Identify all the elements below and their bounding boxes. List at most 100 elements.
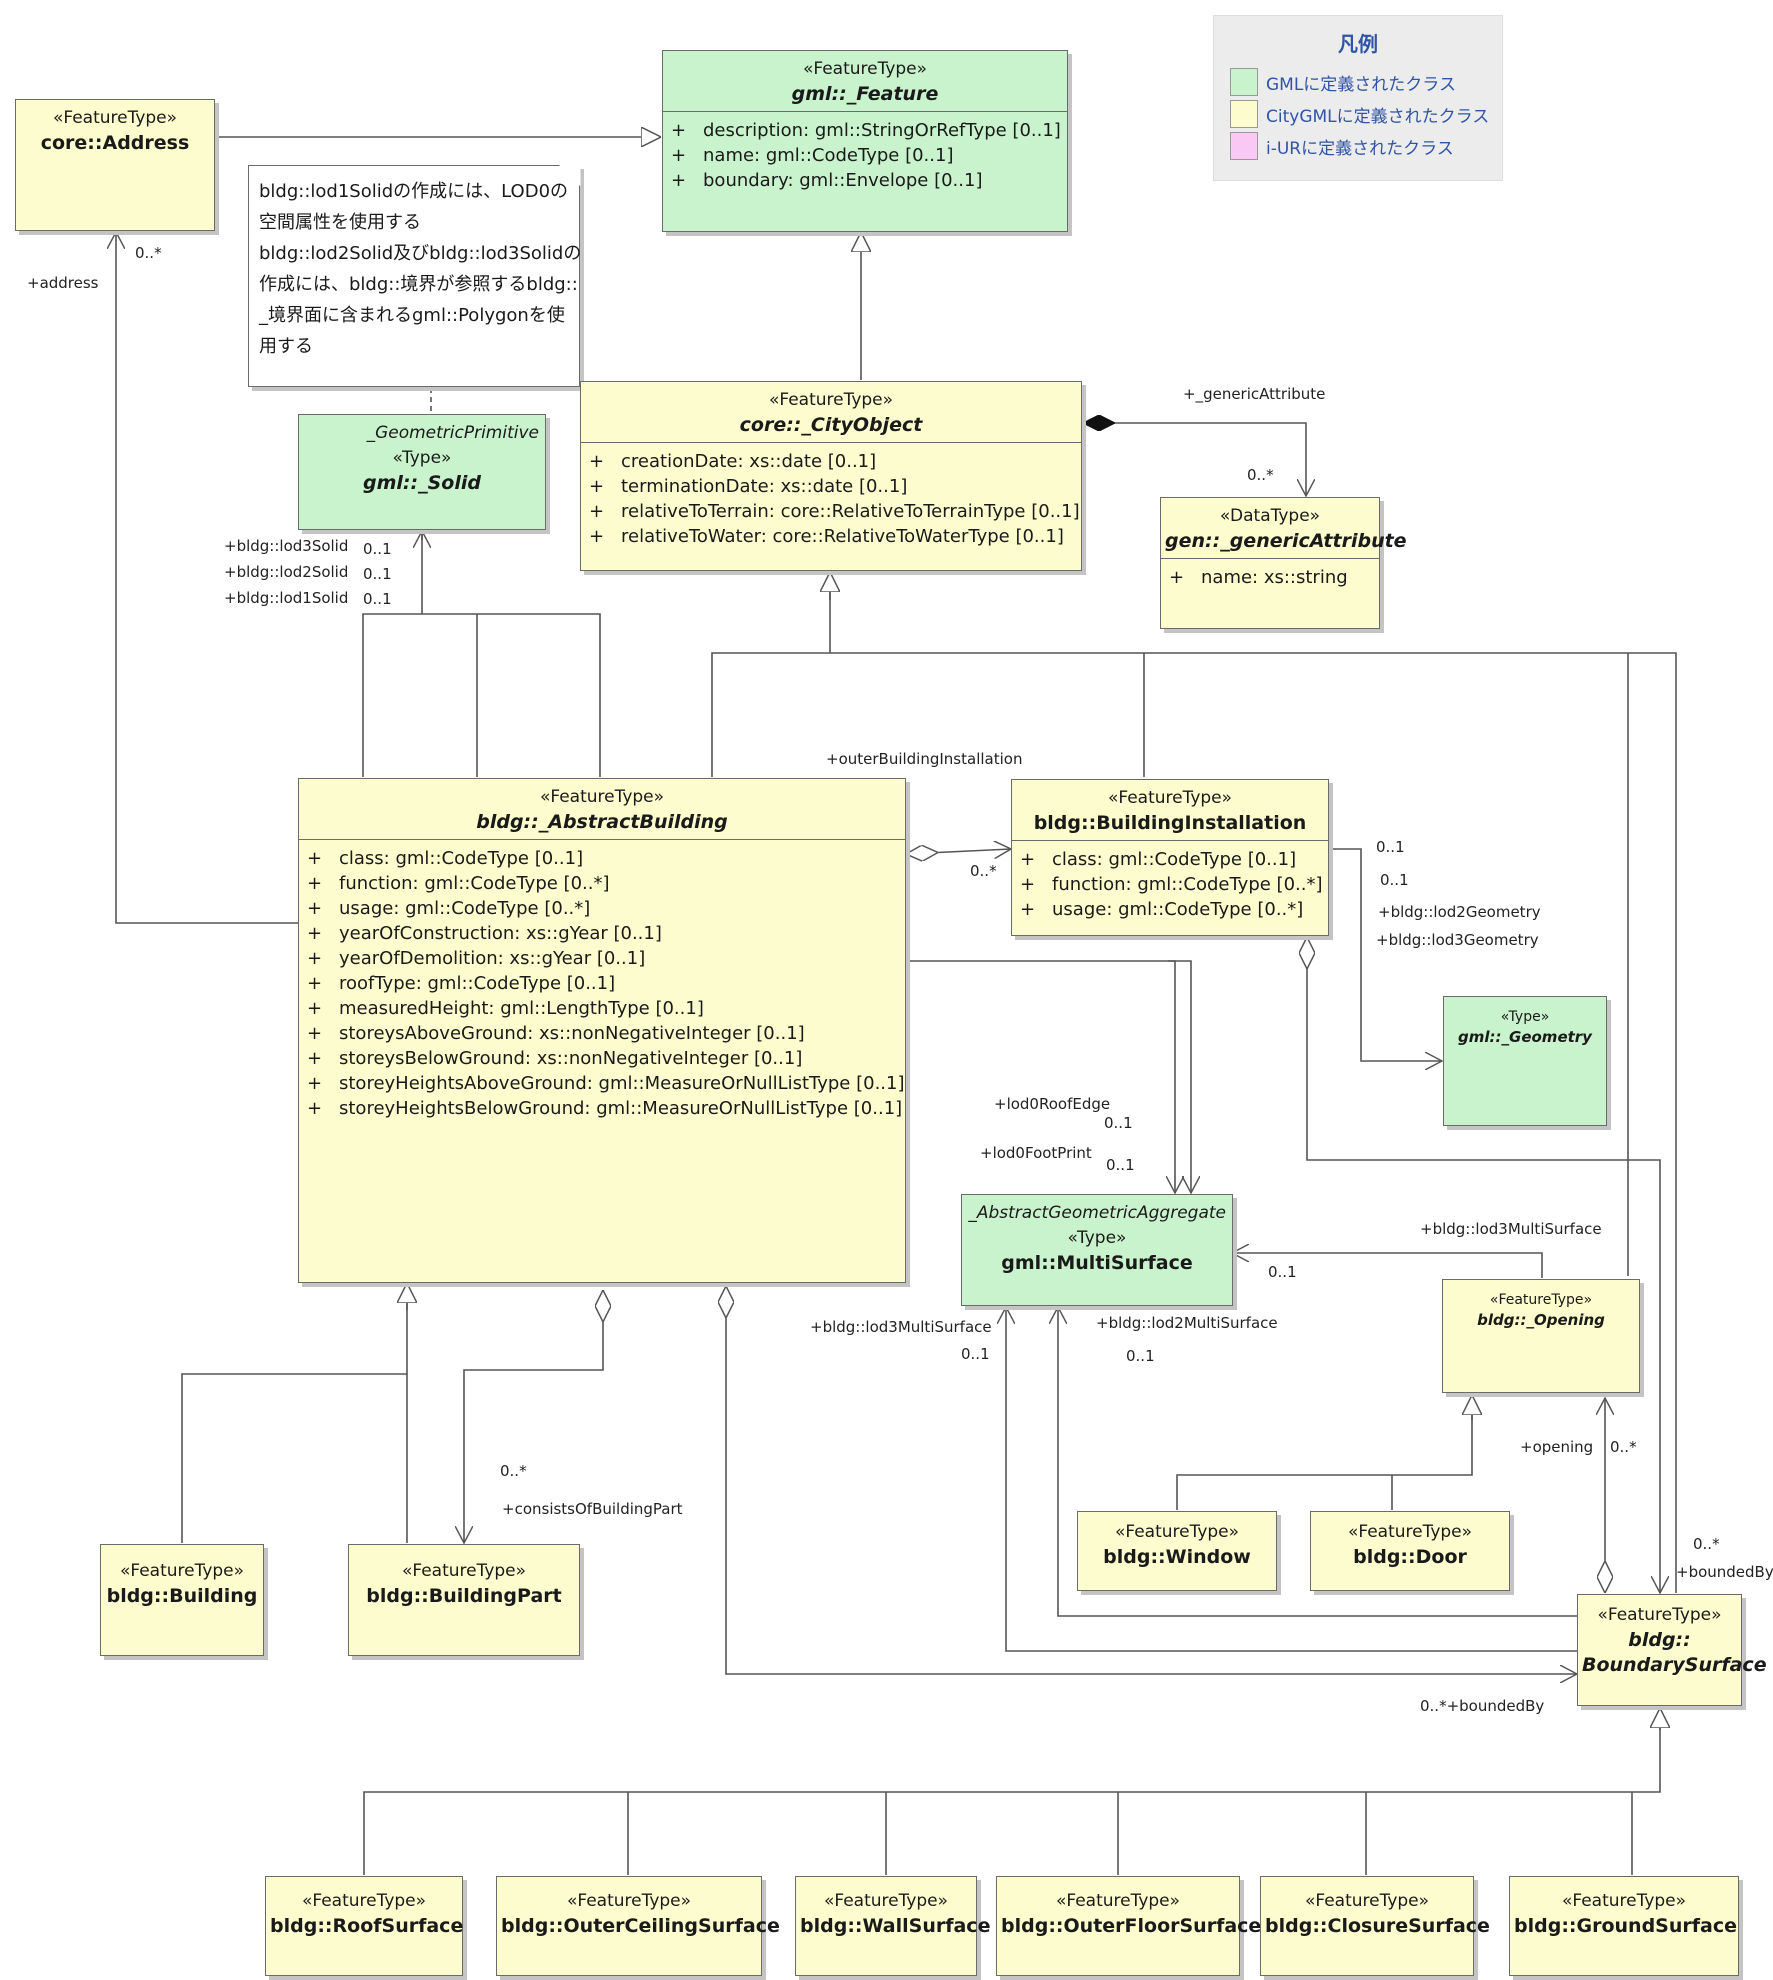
gen-group-cityobject: [711, 574, 1677, 1593]
label-lod3geometry: +bldg::lod3Geometry: [1376, 931, 1539, 949]
attribute: +yearOfConstruction: xs::gYear [0..1]: [307, 923, 662, 944]
attribute: +name: xs::string: [1169, 567, 1348, 588]
stereotype: «FeatureType»: [1107, 788, 1233, 808]
attribute: +class: gml::CodeType [0..1]: [1020, 849, 1297, 870]
attribute: +storeysBelowGround: xs::nonNegativeInte…: [307, 1048, 803, 1069]
class-bldg-roofsurface[interactable]: «FeatureType» bldg::RoofSurface: [265, 1876, 463, 1976]
class-bldg-groundsurface[interactable]: «FeatureType» bldg::GroundSurface: [1509, 1876, 1739, 1976]
class-gml-feature[interactable]: «FeatureType» gml::_Feature +description…: [662, 50, 1068, 232]
class-bldg-boundarysurface[interactable]: «FeatureType» bldg:: BoundarySurface: [1577, 1594, 1767, 1706]
class-gml-solid[interactable]: _GeometricPrimitive «Type» gml::_Solid: [298, 414, 546, 530]
stereotype: «FeatureType»: [401, 1561, 527, 1581]
class-name: bldg::Door: [1353, 1546, 1467, 1568]
class-name: bldg::Window: [1103, 1546, 1251, 1568]
label-lod1solid: +bldg::lod1Solid: [224, 589, 349, 607]
label-bounded-mult: 0..*: [1693, 1535, 1720, 1553]
attribute-list: +creationDate: xs::date [0..1] +terminat…: [581, 442, 1081, 553]
class-name: BoundarySurface: [1582, 1654, 1767, 1676]
class-bldg-opening[interactable]: «FeatureType» bldg::_Opening: [1442, 1279, 1640, 1393]
legend-label-iur: i-URに定義されたクラス: [1266, 139, 1454, 159]
assoc-building-address: [116, 232, 298, 924]
agg-building-boundary: [726, 1286, 1577, 1674]
assoc-opening-ms: [1232, 1253, 1543, 1278]
class-bldg-closuresurface[interactable]: «FeatureType» bldg::ClosureSurface: [1260, 1876, 1490, 1976]
label-part-mult: 0..*: [500, 1462, 527, 1480]
label-address-mult: 0..*: [135, 244, 162, 262]
class-bldg-buildinginstallation[interactable]: «FeatureType» bldg::BuildingInstallation…: [1011, 779, 1329, 936]
attribute: +relativeToTerrain: core::RelativeToTerr…: [589, 501, 1080, 522]
class-bldg-abstractbuilding[interactable]: «FeatureType» bldg::_AbstractBuilding +c…: [298, 778, 906, 1283]
class-name: bldg::BuildingPart: [366, 1585, 562, 1607]
label-bs-lod2ms: +bldg::lod2MultiSurface: [1096, 1314, 1278, 1332]
label-generic-role: +_genericAttribute: [1183, 385, 1326, 403]
class-bldg-buildingpart[interactable]: «FeatureType» bldg::BuildingPart: [348, 1544, 580, 1656]
class-name: bldg::BuildingInstallation: [1033, 812, 1307, 834]
note-line: 作成には、bldg::境界が参照するbldg::: [259, 274, 578, 295]
label-generic-mult: 0..*: [1247, 466, 1274, 484]
class-gml-multisurface[interactable]: _AbstractGeometricAggregate «Type» gml::…: [961, 1194, 1233, 1306]
class-bldg-window[interactable]: «FeatureType» bldg::Window: [1077, 1511, 1277, 1591]
class-bldg-outerfloorsurface[interactable]: «FeatureType» bldg::OuterFloorSurface: [996, 1876, 1262, 1976]
attribute: +function: gml::CodeType [0..*]: [307, 873, 610, 894]
agg-building-installation: [906, 849, 1011, 854]
class-core-address[interactable]: «FeatureType» core::Address: [15, 99, 215, 231]
class-name: bldg::: [1628, 1629, 1691, 1651]
label-address-role: +address: [27, 274, 99, 292]
stereotype: «FeatureType»: [823, 1891, 949, 1911]
class-bldg-door[interactable]: «FeatureType» bldg::Door: [1310, 1511, 1510, 1591]
note-line: bldg::lod2Solid及びbldg::lod3Solidの: [259, 243, 582, 264]
stereotype: «FeatureType»: [1561, 1891, 1687, 1911]
label-installation-mult: 0..*: [970, 862, 997, 880]
class-name: gen::_genericAttribute: [1165, 530, 1407, 552]
label-bs-lod3ms-mult: 0..1: [961, 1345, 990, 1363]
stereotype: «FeatureType»: [1114, 1522, 1240, 1542]
attribute: +usage: gml::CodeType [0..*]: [1020, 899, 1304, 920]
label-opening-role: +opening: [1520, 1438, 1594, 1456]
stereotype: «DataType»: [1219, 506, 1321, 526]
legend-swatch-citygml: [1230, 100, 1258, 128]
class-core-cityobject[interactable]: «FeatureType» core::_CityObject +creatio…: [580, 381, 1082, 571]
note-line: bldg::lod1Solidの作成には、LOD0の: [259, 181, 569, 202]
note-line: _境界面に含まれるgml::Polygonを使: [259, 305, 565, 326]
class-name: bldg::OuterCeilingSurface: [501, 1915, 780, 1937]
label-solid-mult: 0..1: [363, 590, 392, 608]
class-name: bldg::RoofSurface: [270, 1915, 464, 1937]
attribute: +storeysAboveGround: xs::nonNegativeInte…: [307, 1023, 805, 1044]
class-name: bldg::_AbstractBuilding: [476, 811, 728, 833]
label-part-role: +consistsOfBuildingPart: [502, 1500, 683, 1518]
class-gen-genericattribute[interactable]: «DataType» gen::_genericAttribute +name:…: [1160, 497, 1407, 629]
class-name: bldg::OuterFloorSurface: [1001, 1915, 1262, 1937]
label-lod2solid: +bldg::lod2Solid: [224, 563, 349, 581]
note-line: 用する: [259, 336, 313, 357]
class-name: bldg::_Opening: [1477, 1311, 1605, 1329]
label-opening-mult: 0..*: [1610, 1438, 1637, 1456]
attribute: +usage: gml::CodeType [0..*]: [307, 898, 591, 919]
class-bldg-outerceilingsurface[interactable]: «FeatureType» bldg::OuterCeilingSurface: [496, 1876, 780, 1976]
stereotype: «FeatureType»: [52, 108, 178, 128]
stereotype: «FeatureType»: [1597, 1605, 1722, 1625]
parent-class: _AbstractGeometricAggregate: [968, 1203, 1226, 1223]
comp-cityobject-generic: [1083, 423, 1306, 496]
class-bldg-wallsurface[interactable]: «FeatureType» bldg::WallSurface: [795, 1876, 991, 1976]
class-name: bldg::GroundSurface: [1514, 1915, 1737, 1937]
stereotype: «FeatureType»: [802, 59, 928, 79]
attribute: +yearOfDemolition: xs::gYear [0..1]: [307, 948, 646, 969]
agg-building-part: [464, 1290, 603, 1543]
attribute: +boundary: gml::Envelope [0..1]: [671, 170, 983, 191]
class-name: gml::MultiSurface: [1001, 1252, 1193, 1274]
stereotype: «Type»: [392, 448, 452, 468]
attribute: +storeyHeightsAboveGround: gml::MeasureO…: [307, 1073, 905, 1094]
class-name: gml::_Solid: [363, 472, 481, 494]
attribute-list: +class: gml::CodeType [0..1] +function: …: [299, 839, 905, 1125]
stereotype: «FeatureType»: [1055, 1891, 1181, 1911]
class-bldg-building[interactable]: «FeatureType» bldg::Building: [100, 1544, 264, 1656]
legend-swatch-iur: [1230, 132, 1258, 160]
stereotype: «Type»: [1500, 1009, 1550, 1025]
class-name: bldg::WallSurface: [800, 1915, 991, 1937]
label-roofedge-mult: 0..1: [1104, 1114, 1133, 1132]
gen-surfaces: [363, 1711, 1661, 1875]
legend-swatch-gml: [1230, 68, 1258, 96]
stereotype: «FeatureType»: [768, 390, 894, 410]
constraint-note: bldg::lod1Solidの作成には、LOD0の 空間属性を使用する bld…: [248, 164, 582, 387]
class-gml-geometry[interactable]: «Type» gml::_Geometry: [1443, 996, 1607, 1126]
